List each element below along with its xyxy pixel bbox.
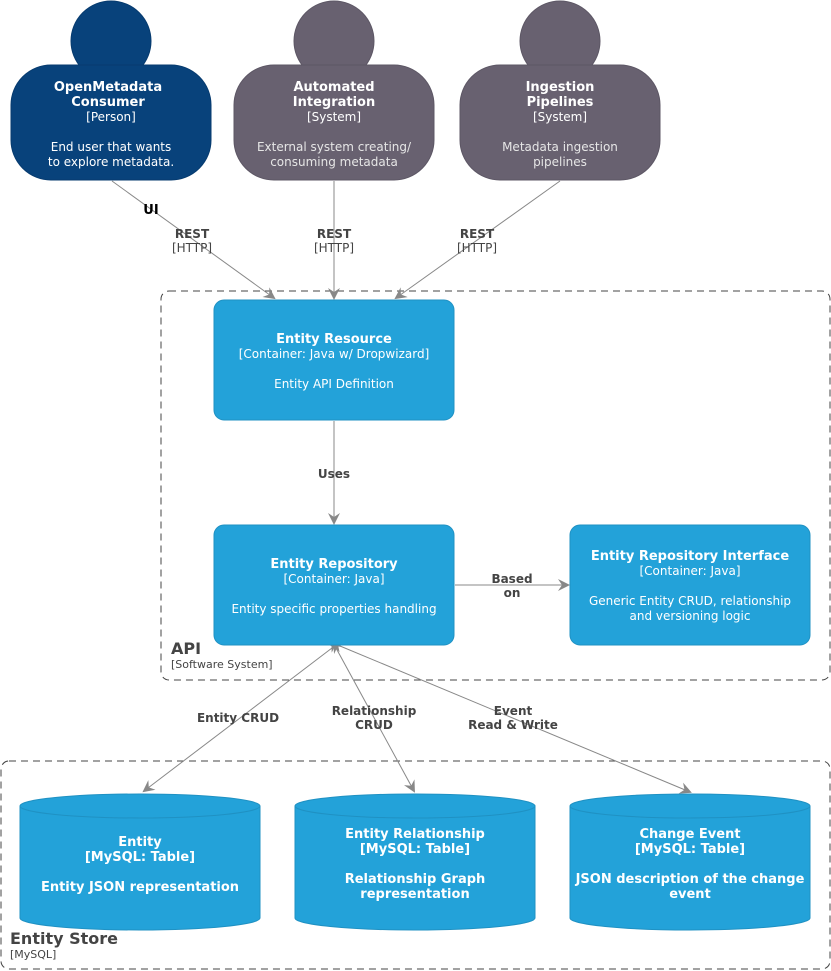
table-desc: event [669, 887, 711, 902]
database-icon [294, 806, 536, 931]
container-entity-repository-interface[interactable]: Entity Repository Interface [Container: … [569, 524, 811, 646]
actor-desc: pipelines [533, 155, 587, 169]
label-rel-crud-2: CRUD [355, 718, 393, 732]
container-tech: [Container: Java] [640, 564, 741, 578]
container-entity-repository[interactable]: Entity Repository [Container: Java] Enti… [213, 524, 455, 646]
database-top [569, 793, 811, 819]
actor-desc: External system creating/ [257, 140, 412, 154]
table-title: Entity [118, 835, 162, 850]
label-rest-2: REST [317, 227, 352, 241]
edge-entity-crud [142, 641, 340, 793]
container-box [569, 524, 811, 646]
edge-labels: UI REST [HTTP] REST [HTTP] REST [HTTP] U… [143, 203, 558, 732]
table-entity-relationship[interactable]: Entity Relationship [MySQL: Table] Relat… [294, 793, 536, 931]
table-tech: [MySQL: Table] [85, 850, 195, 865]
actor-desc: to explore metadata. [48, 155, 174, 169]
table-entity[interactable]: Entity [MySQL: Table] Entity JSON repres… [19, 793, 261, 931]
system-body [233, 64, 435, 181]
actor-automated-integration[interactable]: Automated Integration [System] External … [233, 0, 435, 181]
api-boundary-kind: [Software System] [171, 658, 273, 671]
container-box [213, 524, 455, 646]
actor-title: Ingestion [526, 80, 595, 95]
table-desc: representation [360, 887, 469, 902]
actor-kind: [Person] [86, 110, 136, 124]
database-top [294, 793, 536, 819]
label-uses: Uses [318, 467, 350, 481]
label-ui: UI [143, 203, 158, 218]
store-boundary-name: Entity Store [10, 929, 118, 948]
table-tech: [MySQL: Table] [635, 842, 745, 857]
actor-kind: [System] [307, 110, 361, 124]
container-desc: Entity API Definition [274, 377, 394, 391]
table-desc: Relationship Graph [345, 872, 486, 887]
label-http-1: [HTTP] [172, 241, 212, 255]
label-event-2: Read & Write [468, 718, 558, 732]
label-based-1: Based [491, 572, 532, 586]
person-body [10, 64, 212, 181]
edges [111, 180, 692, 794]
table-change-event[interactable]: Change Event [MySQL: Table] JSON descrip… [569, 793, 811, 931]
database-icon [19, 806, 261, 931]
label-event-1: Event [494, 704, 533, 718]
container-entity-resource[interactable]: Entity Resource [Container: Java w/ Drop… [213, 299, 455, 421]
label-based-2: on [504, 586, 521, 600]
container-desc: Generic Entity CRUD, relationship [589, 594, 791, 608]
container-title: Entity Repository [270, 557, 398, 572]
table-desc: JSON description of the change [575, 872, 805, 887]
actor-title: Pipelines [527, 95, 594, 110]
store-boundary-kind: [MySQL] [10, 948, 56, 961]
edge-event-rw [330, 641, 692, 794]
container-tech: [Container: Java w/ Dropwizard] [239, 347, 430, 361]
edge-consumer-resource [111, 180, 276, 300]
actor-title: Integration [293, 95, 375, 110]
database-top [19, 793, 261, 819]
api-boundary-name: API [171, 639, 201, 658]
edge-ingestion-resource [394, 180, 561, 300]
container-title: Entity Repository Interface [591, 549, 790, 564]
actor-desc: Metadata ingestion [502, 140, 618, 154]
container-box [213, 299, 455, 421]
actor-title: Automated [293, 80, 374, 95]
actor-ingestion-pipelines[interactable]: Ingestion Pipelines [System] Metadata in… [459, 0, 661, 181]
database-icon [569, 806, 811, 931]
label-rest-3: REST [460, 227, 495, 241]
actor-title: Consumer [71, 95, 145, 110]
table-tech: [MySQL: Table] [360, 842, 470, 857]
actor-kind: [System] [533, 110, 587, 124]
label-rel-crud-1: Relationship [332, 704, 417, 718]
table-title: Entity Relationship [345, 827, 485, 842]
container-tech: [Container: Java] [284, 572, 385, 586]
actor-title: OpenMetadata [54, 80, 162, 95]
actor-desc: consuming metadata [270, 155, 398, 169]
actor-openmetadata-consumer[interactable]: OpenMetadata Consumer [Person] End user … [10, 0, 212, 181]
label-http-2: [HTTP] [314, 241, 354, 255]
entity-store-boundary: Entity Store [MySQL] [0, 760, 831, 970]
container-desc: and versioning logic [630, 609, 751, 623]
actor-desc: End user that wants [51, 140, 172, 154]
table-title: Change Event [639, 827, 740, 842]
label-http-3: [HTTP] [457, 241, 497, 255]
table-desc: Entity JSON representation [41, 880, 239, 895]
label-rest-1: REST [175, 227, 210, 241]
container-title: Entity Resource [276, 332, 392, 347]
system-body [459, 64, 661, 181]
container-desc: Entity specific properties handling [231, 602, 436, 616]
label-entity-crud: Entity CRUD [197, 711, 279, 725]
